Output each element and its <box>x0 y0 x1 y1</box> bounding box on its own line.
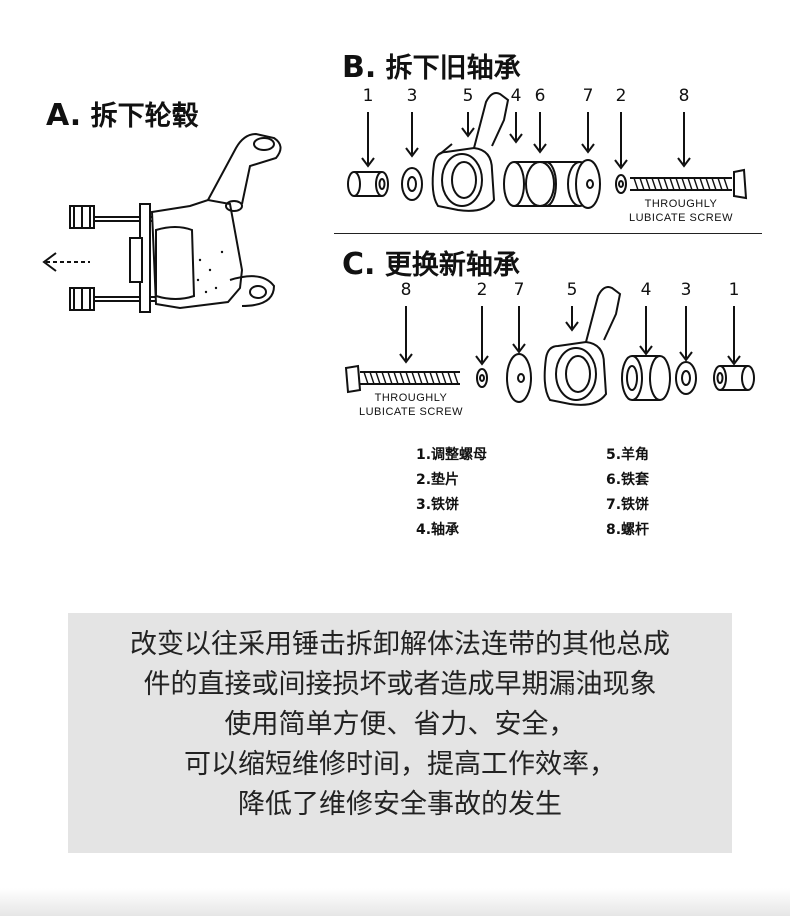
legend-item-5: 5.羊角 <box>606 447 650 463</box>
description-line-2: 件的直接或间接损坏或者造成早期漏油现象 <box>143 669 657 700</box>
section-c-text: 更换新轴承 <box>384 250 520 281</box>
diagram-c-new-bearing <box>344 286 755 406</box>
callout-c-4: 4 <box>640 280 652 300</box>
description-line-4: 可以缩短维修时间，提高工作效率， <box>184 749 616 780</box>
callout-b-4: 4 <box>510 86 522 106</box>
legend-item-2: 2.垫片 <box>416 472 460 488</box>
section-b-title: B. 拆下旧轴承 <box>342 46 521 85</box>
callout-b-7: 7 <box>582 86 594 106</box>
diagram-a-hub-removal <box>42 132 282 313</box>
callout-c-5: 5 <box>566 280 578 300</box>
section-a-letter: A. <box>46 98 82 133</box>
section-b-text: 拆下旧轴承 <box>385 53 521 84</box>
section-c-letter: C. <box>342 247 376 282</box>
bottom-shadow <box>0 888 790 916</box>
description-line-1: 改变以往采用锤击拆卸解体法连带的其他总成 <box>130 629 670 660</box>
callout-c-2: 2 <box>476 280 488 300</box>
callout-c-1: 1 <box>728 280 740 300</box>
screw-label-c-line2: LUBICATE SCREW <box>359 406 463 418</box>
callout-b-8: 8 <box>678 86 690 106</box>
section-divider <box>334 233 762 234</box>
callout-b-1: 1 <box>362 86 374 106</box>
legend-item-6: 6.铁套 <box>606 472 650 488</box>
diagram-b-old-bearing <box>347 92 748 212</box>
screw-label-c-line1: THROUGHLY <box>374 392 448 404</box>
screw-label-b: THROUGHLY LUBICATE SCREW <box>616 197 746 225</box>
callout-b-3: 3 <box>406 86 418 106</box>
legend-item-7: 7.铁饼 <box>606 497 650 513</box>
callout-b-5: 5 <box>462 86 474 106</box>
screw-label-b-line2: LUBICATE SCREW <box>629 212 733 224</box>
callout-c-3: 3 <box>680 280 692 300</box>
legend-item-1: 1.调整螺母 <box>416 447 488 463</box>
description-line-5: 降低了维修安全事故的发生 <box>238 789 562 820</box>
legend-item-3: 3.铁饼 <box>416 497 460 513</box>
description-box: 改变以往采用锤击拆卸解体法连带的其他总成 件的直接或间接损坏或者造成早期漏油现象… <box>68 613 732 853</box>
description-line-3: 使用简单方便、省力、安全， <box>224 709 576 740</box>
legend-item-4: 4.轴承 <box>416 522 460 538</box>
legend-item-8: 8.螺杆 <box>606 522 650 538</box>
screw-label-b-line1: THROUGHLY <box>644 198 718 210</box>
section-b-letter: B. <box>342 50 377 85</box>
callout-b-6: 6 <box>534 86 546 106</box>
callout-c-7: 7 <box>513 280 525 300</box>
section-a-title: A. 拆下轮毂 <box>46 94 199 133</box>
section-a-text: 拆下轮毂 <box>90 101 199 132</box>
section-c-title: C. 更换新轴承 <box>342 243 520 282</box>
callout-b-2: 2 <box>615 86 627 106</box>
callout-c-8: 8 <box>400 280 412 300</box>
screw-label-c: THROUGHLY LUBICATE SCREW <box>346 391 476 419</box>
